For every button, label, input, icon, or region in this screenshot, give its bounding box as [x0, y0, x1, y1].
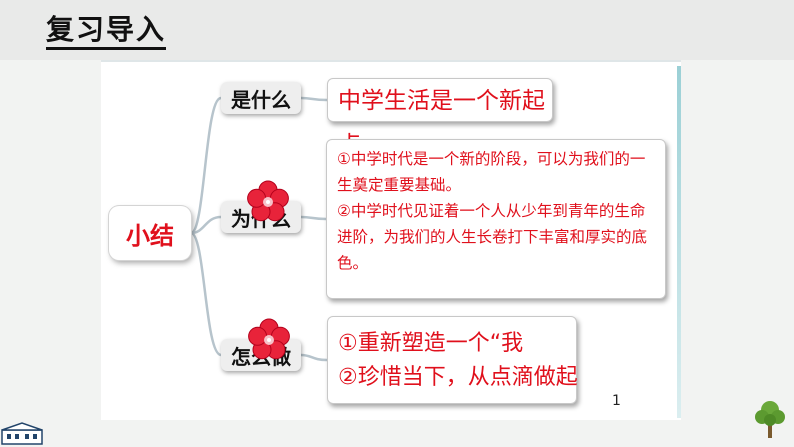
answer-how-point-1: ①重新塑造一个“我 — [338, 331, 524, 356]
answer-how-point-2: ②珍惜当下，从点滴做起 — [338, 365, 578, 390]
connector-topic3-box — [299, 353, 329, 362]
connector-center-topic3 — [189, 231, 223, 357]
school-building-icon — [1, 422, 43, 445]
flower-icon — [248, 318, 290, 360]
connector-center-topic1 — [189, 96, 223, 235]
page-title: 复习导入 — [46, 14, 167, 50]
page-number: 1 — [612, 393, 621, 409]
answer-why-point-1: ①中学时代是一个新的阶段，可以为我们的一生奠定重要基础。 — [337, 150, 646, 194]
header-bar: 复习导入 — [0, 0, 794, 60]
connector-topic1-box — [299, 96, 329, 102]
answer-why-point-2: ②中学时代见证着一个人从少年到青年的生命进阶，为我们的人生长卷打下丰富和厚实的底… — [337, 202, 648, 272]
flower-icon — [247, 180, 289, 222]
answer-what-text: 中学生活是一个新起点 — [338, 88, 545, 158]
connector-center-topic2 — [189, 215, 223, 235]
mindmap-center-node: 小结 — [109, 206, 191, 260]
answer-box-what: 中学生活是一个新起点 — [327, 78, 553, 158]
answer-box-why: ①中学时代是一个新的阶段，可以为我们的一生奠定重要基础。 ②中学时代见证着一个人… — [326, 139, 666, 299]
connector-topic2-box — [299, 215, 328, 221]
answer-box-how: ①重新塑造一个“我 ②珍惜当下，从点滴做起 — [327, 316, 578, 404]
topic-what: 是什么 — [221, 82, 301, 114]
slide-right-border — [677, 66, 681, 418]
slide-top-border — [101, 60, 681, 63]
tree-icon — [755, 401, 785, 438]
